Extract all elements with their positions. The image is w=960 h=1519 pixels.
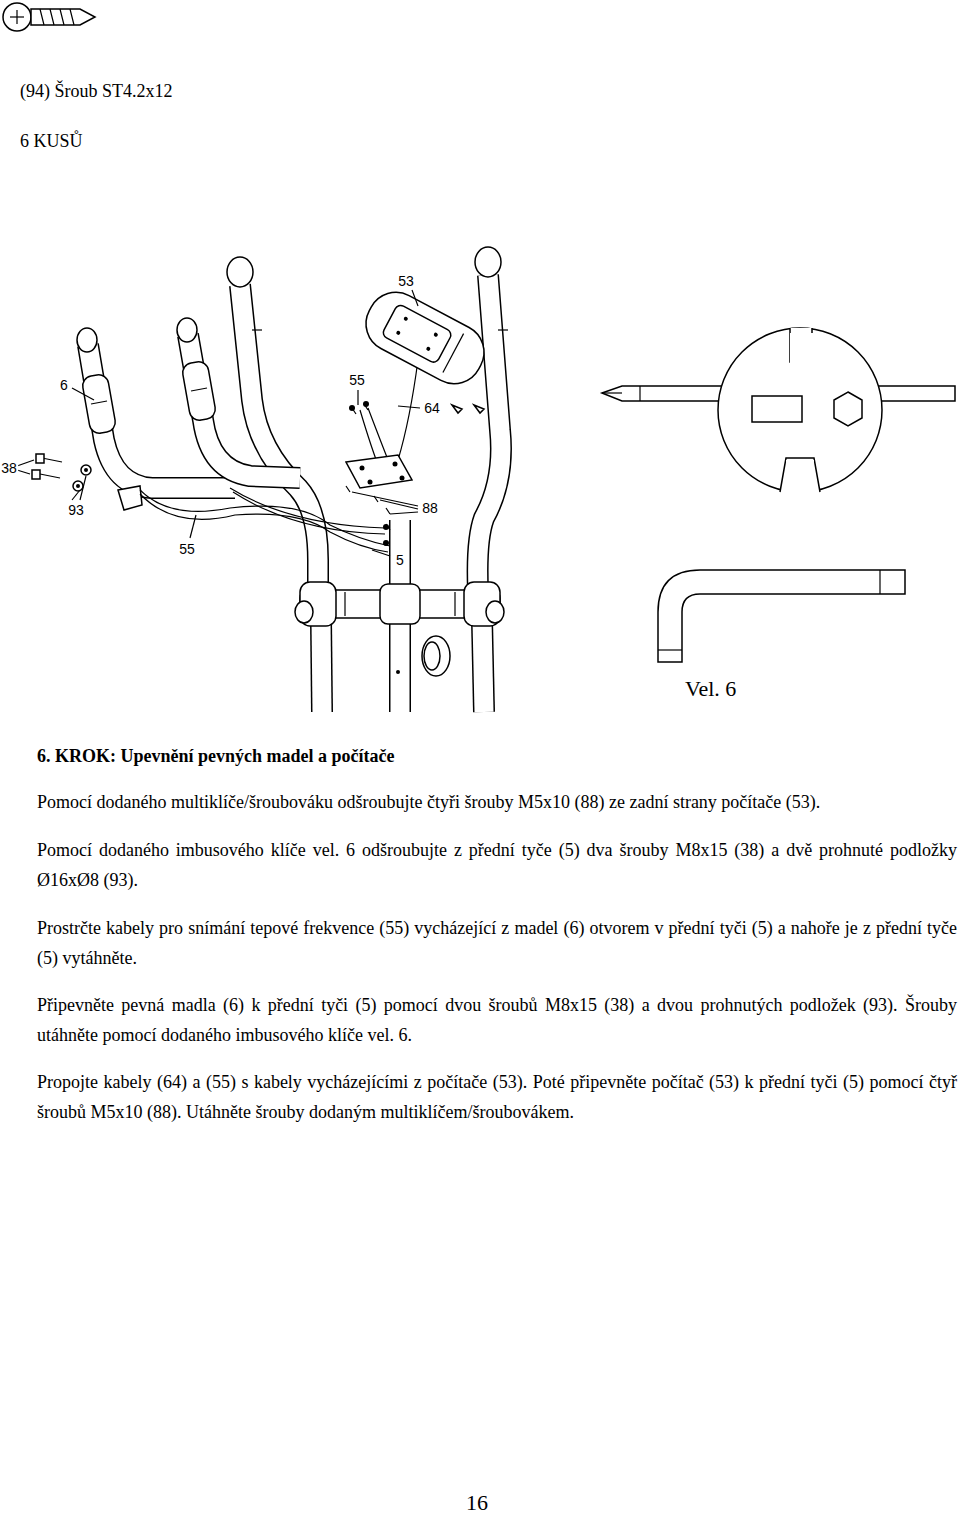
instruction-text: Pomocí dodaného imbusového klíče vel. 6 …: [37, 835, 957, 895]
callout-number: 55: [178, 541, 196, 557]
instruction-text: Propojte kabely (64) a (55) s kabely vyc…: [37, 1067, 957, 1127]
callout-number: 5: [395, 552, 405, 568]
callout-number: 38: [0, 460, 18, 476]
instruction-text: Připevněte pevná madla (6) k přední tyči…: [37, 990, 957, 1050]
part-name: (94) Šroub ST4.2x12: [20, 76, 173, 106]
callout-number: 53: [397, 273, 415, 289]
bolts-washers: [32, 454, 91, 491]
allen-key: [658, 570, 905, 662]
mounting-plate: [346, 401, 484, 546]
instruction-text: Prostrčte kabely pro snímání tepové frek…: [37, 913, 957, 973]
figure-label: Vel. 6: [685, 676, 736, 702]
callout-number: 93: [67, 502, 85, 518]
callout-number: 55: [348, 372, 366, 388]
page-number: 16: [466, 1490, 488, 1516]
instruction-text: Pomocí dodaného multiklíče/šroubováku od…: [37, 787, 957, 817]
multi-key: [718, 328, 882, 496]
screw-icon: [3, 3, 95, 31]
callout-number: 64: [423, 400, 441, 416]
callout-number: 6: [59, 377, 69, 393]
quantity: 6 KUSŮ: [20, 126, 83, 156]
leader-lines: [17, 290, 420, 556]
callout-number: 88: [421, 500, 439, 516]
step-heading: 6. KROK: Upevnění pevných madel a počíta…: [37, 741, 937, 771]
fixed-handlebars: [77, 318, 300, 510]
computer-console: [356, 282, 494, 393]
pulse-cables: [140, 360, 418, 552]
